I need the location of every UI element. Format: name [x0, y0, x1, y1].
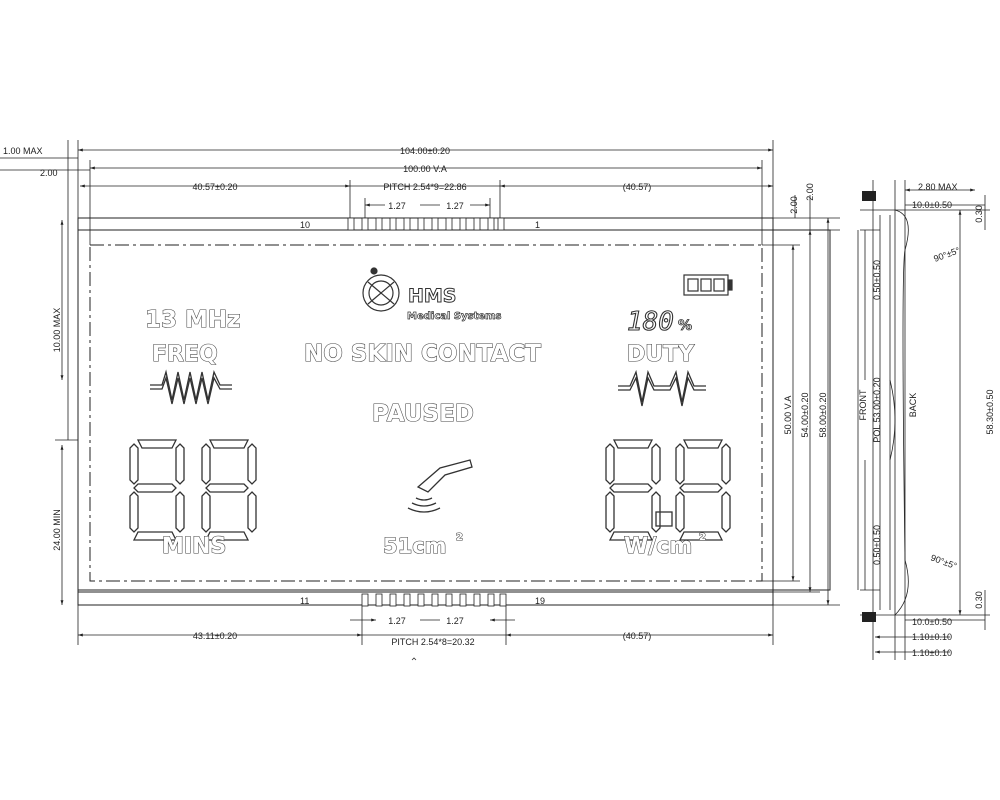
side-h-5830-label: 58.30±0.50 [985, 390, 995, 435]
freq-wave-icon [150, 369, 232, 405]
bottom-pin-row [361, 593, 507, 607]
duty-label: DUTY [627, 342, 695, 367]
side-max-280-label: 2.80 MAX [918, 182, 958, 192]
mins-label: MINS [162, 534, 226, 559]
side-h-050-bottom-label: 0.50±0.50 [872, 525, 882, 565]
area-value: 51cm [383, 534, 447, 558]
lcd-panel-outline [77, 217, 831, 606]
side-w-110-b-label: 1.10±0.10 [912, 648, 952, 658]
height-54-label: 54.00±0.20 [800, 393, 810, 438]
side-angle-top-label: 90°±5° [932, 245, 961, 264]
side-h-030-bottom-label: 0.30 [974, 591, 984, 609]
pitch-bottom-label: PITCH 2.54*8=20.32 [391, 637, 474, 647]
power-sup: 2 [699, 532, 706, 543]
left-offset-top-label: 40.57±0.20 [193, 182, 238, 192]
duty-value: 180 [627, 307, 674, 337]
gap-2-right-b-label: 2.00 [805, 183, 815, 201]
min-24-label: 24.00 MIN [52, 509, 62, 551]
overall-width-label: 104.00±0.20 [400, 146, 450, 156]
power-digits [605, 439, 731, 541]
minutes-digits [129, 439, 257, 541]
max-1-label: 1.00 MAX [3, 146, 43, 156]
battery-icon [683, 274, 733, 296]
pin-11-label: 11 [300, 596, 309, 606]
duty-unit: % [678, 318, 692, 334]
gap-2-right-a-label: 2.00 [789, 196, 799, 214]
side-view-markers [862, 191, 876, 622]
gap-2-label: 2.00 [40, 168, 58, 178]
right-offset-bottom-label: (40.57) [623, 631, 652, 641]
hms-subtitle: Medical Systems [407, 311, 502, 322]
max-10-label: 10.00 MAX [52, 308, 62, 353]
side-pol-label: POL 53.00±0.20 [872, 377, 882, 442]
pitch-127-a-label: 1.27 [388, 201, 406, 211]
pitch-127-d-label: 1.27 [446, 616, 464, 626]
top-dimensions [77, 140, 774, 245]
top-pin-row [347, 217, 505, 231]
hms-logo-icon [362, 267, 400, 312]
left-offset-bottom-label: 43.11±0.20 [193, 631, 237, 641]
freq-value: 13 MHz [145, 307, 241, 333]
right-offset-top-label: (40.57) [623, 182, 652, 192]
status-paused: PAUSED [372, 401, 474, 427]
va-height-label: 50.00 V.A [783, 396, 793, 435]
side-view [857, 180, 990, 660]
side-angle-bottom-label: 90°±5° [929, 552, 958, 571]
hms-brand: HMS [408, 285, 457, 307]
side-front-label: FRONT [858, 389, 868, 420]
side-h-050-top-label: 0.50±0.50 [872, 260, 882, 300]
area-sup: 2 [456, 532, 463, 543]
power-unit: W/cm [624, 534, 692, 559]
right-dimensions [762, 195, 840, 606]
freq-label: FREQ [152, 342, 218, 367]
height-58-label: 58.00±0.20 [818, 393, 828, 438]
bottom-dimensions [77, 605, 774, 645]
pin-19-label: 19 [535, 596, 545, 606]
applicator-icon [407, 459, 473, 513]
pitch-127-c-label: 1.27 [388, 616, 406, 626]
pin-1-label: 1 [535, 220, 540, 230]
status-no-skin-contact: NO SKIN CONTACT [304, 341, 541, 367]
duty-wave-icon [618, 369, 706, 407]
left-dimensions [0, 140, 90, 605]
pitch-127-b-label: 1.27 [446, 201, 464, 211]
pitch-top-label: PITCH 2.54*9=22.86 [383, 182, 466, 192]
side-w-10-top-label: 10.0±0.50 [912, 200, 952, 210]
side-h-030-top-label: 0.30 [974, 205, 984, 223]
pin-10-label: 10 [300, 220, 310, 230]
side-back-label: BACK [908, 393, 918, 418]
side-w-10-bottom-label: 10.0±0.50 [912, 617, 952, 627]
va-width-label: 100.00 V.A [403, 164, 447, 174]
caret-mark [411, 657, 417, 661]
side-w-110-a-label: 1.10±0.10 [912, 632, 952, 642]
